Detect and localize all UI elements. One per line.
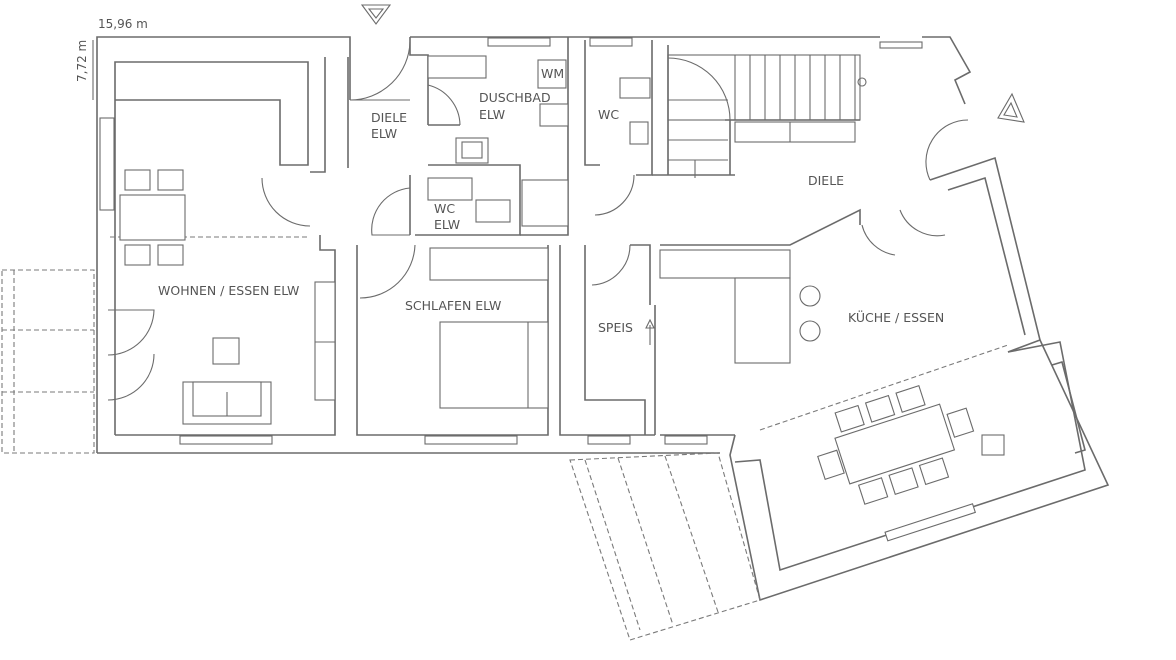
terrace-left	[1, 269, 95, 454]
entrance-marker-main	[997, 92, 1025, 123]
label-duschbad-elw-1: DUSCHBAD	[479, 90, 551, 105]
living-set-elw	[182, 281, 336, 425]
bed	[429, 247, 549, 409]
bath-fixtures-elw	[427, 55, 569, 227]
windows	[99, 37, 923, 445]
label-wc-elw-2: ELW	[434, 217, 460, 232]
window-kitchen-bottom	[884, 503, 977, 542]
dimension-width: 15,96 m	[98, 17, 148, 31]
dining-set-kitchen	[817, 385, 975, 505]
label-wc: WC	[598, 107, 619, 122]
label-wohnen-essen-elw: WOHNEN / ESSEN ELW	[158, 283, 299, 298]
kitchen-furniture	[645, 249, 821, 364]
kitchen-wing	[729, 156, 1110, 602]
label-diele-elw-2: ELW	[371, 126, 397, 141]
label-duschbad-elw-2: ELW	[479, 107, 505, 122]
terrace-bottom	[569, 452, 761, 641]
room-labels: DIELE ELW DUSCHBAD ELW WM WC WC ELW DIEL…	[158, 66, 944, 335]
label-schlafen-elw: SCHLAFEN ELW	[405, 298, 501, 313]
label-speis: SPEIS	[598, 320, 633, 335]
label-diele-elw-1: DIELE	[371, 110, 407, 125]
entrance-marker-elw	[360, 4, 392, 25]
side-table	[981, 434, 1005, 456]
label-kueche-essen: KÜCHE / ESSEN	[848, 309, 944, 325]
label-diele: DIELE	[808, 173, 844, 188]
doors	[107, 41, 969, 401]
staircase	[667, 54, 867, 178]
terrace-kitchen-dashed	[759, 344, 1009, 431]
outer-walls	[96, 36, 972, 454]
wc-fixtures	[619, 77, 651, 145]
label-wc-elw-1: WC	[434, 201, 455, 216]
dining-set-elw	[119, 169, 186, 266]
dimension-depth: 7,72 m	[75, 40, 89, 82]
label-wm: WM	[541, 66, 564, 81]
